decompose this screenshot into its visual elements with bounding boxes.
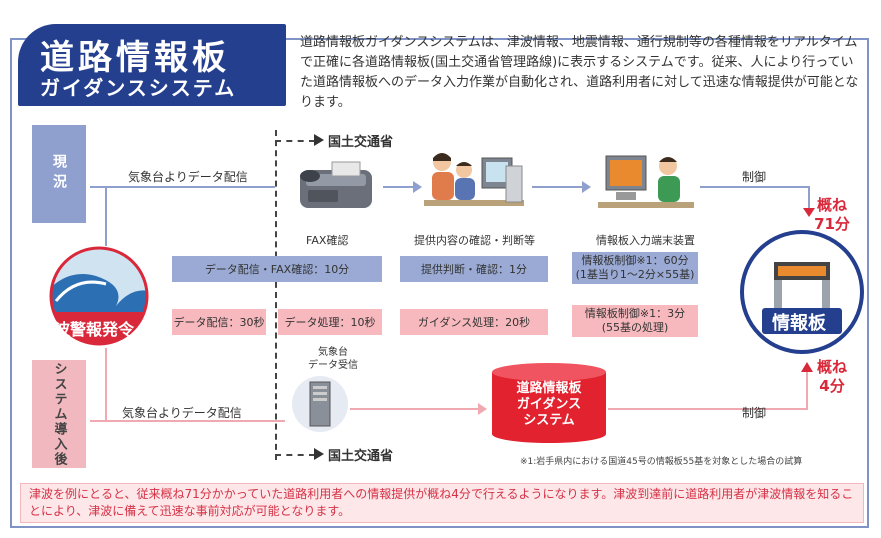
terminal-pc-icon	[598, 155, 694, 208]
mlit-label-bottom: 国土交通省	[328, 449, 394, 464]
footer-summary: 津波を例にとると、従来概ね71分かかっていた道路利用者への情報提供が概ね4分で行…	[20, 483, 864, 523]
tsunami-warning-label: 津波警報発令	[38, 320, 135, 339]
connector-line	[532, 186, 584, 188]
outer-frame	[10, 38, 869, 528]
receive-label-line1: 気象台	[318, 347, 348, 358]
guidance-system-cylinder	[492, 363, 606, 443]
connector-line	[806, 372, 808, 410]
title-main: 道路情報板	[40, 38, 230, 78]
connector-line	[105, 420, 285, 422]
delivery-label-top: 気象台よりデータ配信	[128, 170, 248, 184]
bar-data-delivery: データ配信：30秒	[172, 309, 266, 335]
fax-icon	[300, 161, 372, 208]
time-after-line1: 概ね	[816, 358, 847, 376]
guidance-system-label: 道路情報板 ガイダンス システム	[516, 381, 582, 429]
mlit-dashed-line	[275, 140, 315, 142]
connector-line	[700, 186, 810, 188]
time-after: 概ね 4分	[810, 358, 854, 396]
connector-line	[105, 348, 107, 422]
control-label-bottom: 制御	[742, 406, 767, 420]
delivery-label-bottom: 気象台よりデータ配信	[122, 406, 242, 420]
connector-line	[105, 186, 275, 188]
arrow-up-icon	[801, 362, 813, 372]
time-before-line1: 概ね	[816, 196, 847, 214]
bar-sign-control-current-line2: (1基当り1〜2分×55基)	[575, 268, 695, 281]
bar-sign-control-system: 情報板制御※1：3分 (55基の処理)	[572, 305, 698, 337]
time-after-line2: 4分	[819, 377, 845, 395]
title-box	[18, 24, 286, 106]
row-label-system: システム導入後	[32, 360, 86, 468]
arrow-icon	[314, 448, 324, 460]
arrow-icon	[582, 181, 591, 193]
control-label-top: 制御	[742, 170, 767, 184]
guidance-label-line1: 道路情報板	[516, 381, 582, 396]
time-before: 概ね 71分	[810, 196, 854, 234]
info-sign-label: 情報板	[772, 313, 826, 334]
server-icon	[292, 376, 348, 432]
connector-line	[608, 408, 808, 410]
connector-line	[105, 186, 107, 246]
mlit-dashed-line	[275, 130, 277, 460]
arrow-icon	[478, 403, 487, 415]
connector-line	[90, 420, 106, 422]
bar-delivery-fax: データ配信・FAX確認：10分	[172, 256, 382, 282]
bar-sign-control-system-line1: 情報板制御※1：3分	[584, 307, 686, 320]
bar-sign-control-system-line2: (55基の処理)	[601, 321, 669, 334]
info-sign-icon	[740, 230, 864, 354]
operator-pc-icon	[424, 153, 524, 206]
receive-label: 気象台 データ受信	[308, 346, 358, 372]
connector-line	[90, 186, 106, 188]
footnote: ※1:岩手県内における国道45号の情報板55基を対象とした場合の試算	[520, 457, 803, 467]
guidance-label-line3: システム	[523, 413, 575, 428]
row-label-current: 現況	[32, 125, 86, 223]
mlit-label-top: 国土交通省	[328, 135, 394, 150]
mlit-dashed-line	[275, 454, 315, 456]
time-before-line2: 71分	[814, 215, 850, 233]
terminal-label: 情報板入力端末装置	[596, 234, 695, 247]
receive-label-line2: データ受信	[308, 360, 358, 371]
guidance-label-line2: ガイダンス	[516, 397, 582, 412]
connector-line	[808, 186, 810, 208]
tsunami-wave-icon	[49, 246, 149, 346]
judge-label: 提供内容の確認・判断等	[414, 234, 535, 247]
fax-label: FAX確認	[306, 234, 349, 247]
intro-text: 道路情報板ガイダンスシステムは、津波情報、地震情報、通行規制等の各種情報をリアル…	[300, 35, 859, 110]
bar-data-process: データ処理：10秒	[278, 309, 382, 335]
bar-judge: 提供判断・確認：1分	[400, 256, 548, 282]
title-sub: ガイダンスシステム	[40, 76, 237, 100]
bar-sign-control-current-line1: 情報板制御※1：60分	[581, 254, 689, 267]
connector-line	[350, 408, 480, 410]
arrow-icon	[413, 181, 422, 193]
bar-sign-control-current: 情報板制御※1：60分 (1基当り1〜2分×55基)	[572, 252, 698, 284]
bar-guidance-process: ガイダンス処理：20秒	[400, 309, 548, 335]
arrow-down-icon	[803, 208, 815, 217]
connector-line	[383, 186, 415, 188]
arrow-icon	[314, 134, 324, 146]
